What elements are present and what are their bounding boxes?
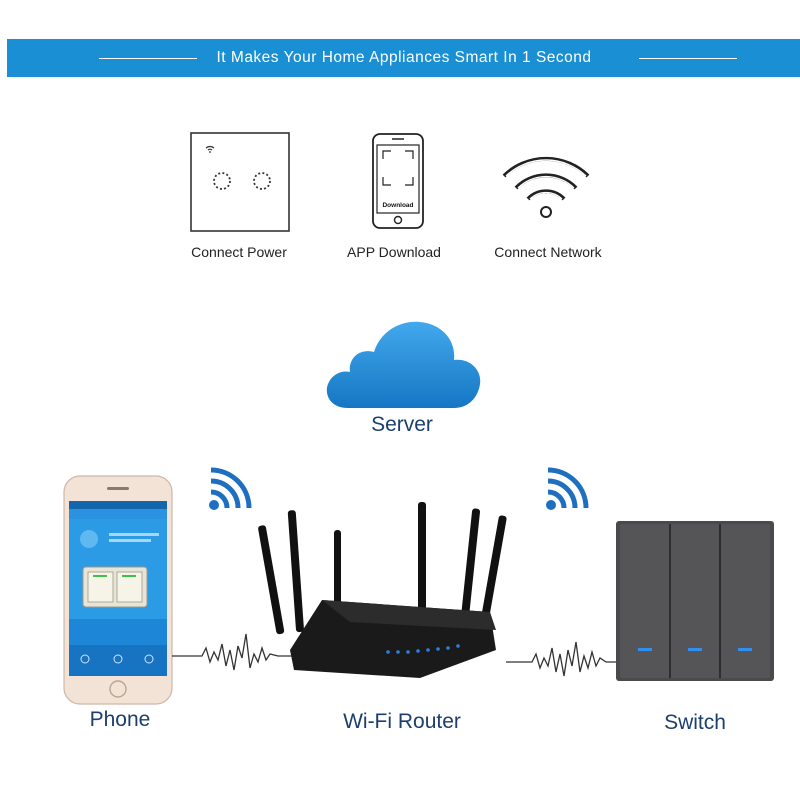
- step-app-download-label: APP Download: [347, 244, 441, 260]
- phone-label: Phone: [89, 708, 151, 731]
- step-connect-network-label: Connect Network: [494, 244, 602, 260]
- router-label: Wi-Fi Router: [343, 710, 461, 733]
- download-screen-text: Download: [382, 202, 413, 209]
- server-label: Server: [371, 413, 433, 436]
- touch-switch-icon: [190, 132, 290, 232]
- step-connect-power-label: Connect Power: [191, 244, 287, 260]
- wall-switch-device: [616, 521, 774, 681]
- phone-device: [63, 475, 173, 705]
- cloud-server-icon: [326, 321, 481, 408]
- wifi-icon: [502, 156, 590, 218]
- signal-wave-right: [506, 641, 618, 677]
- banner-title: It Makes Your Home Appliances Smart In 1…: [216, 49, 592, 66]
- wifi-router-device: [258, 502, 507, 678]
- wifi-signal-right-icon: [546, 467, 589, 510]
- banner-right-rule: [639, 58, 737, 59]
- smartphone-download-icon: Download: [372, 133, 424, 229]
- signal-wave-left: [172, 633, 292, 671]
- wifi-signal-left-icon: [209, 467, 252, 510]
- header-banner: It Makes Your Home Appliances Smart In 1…: [7, 39, 800, 77]
- switch-label: Switch: [664, 711, 726, 734]
- banner-left-rule: [99, 58, 197, 59]
